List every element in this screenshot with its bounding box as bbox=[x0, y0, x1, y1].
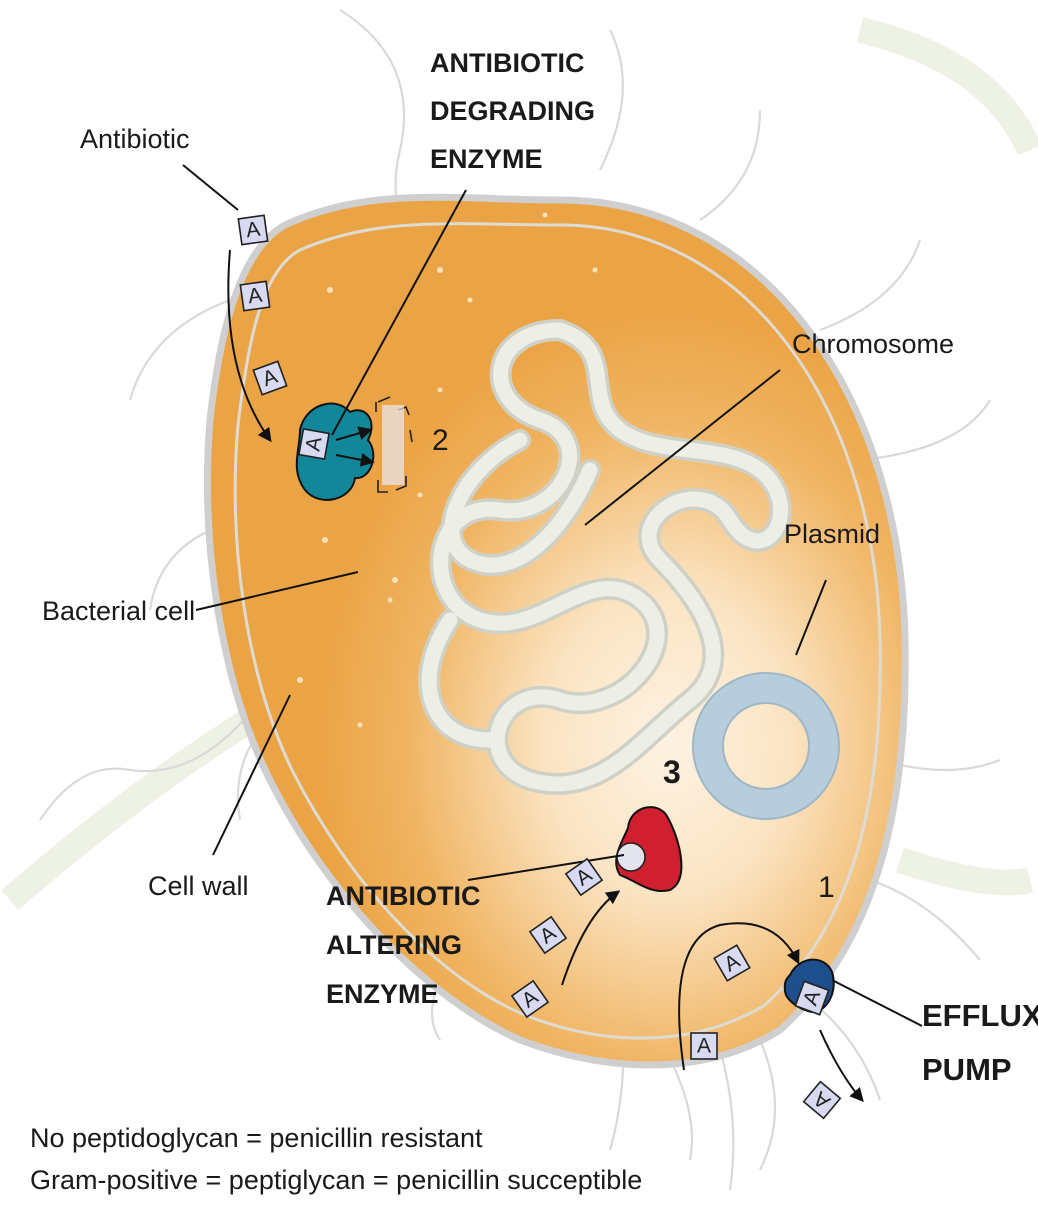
svg-text:A: A bbox=[697, 1035, 711, 1058]
efflux-pump-label-line2: PUMP bbox=[922, 1052, 1012, 1087]
altering-enzyme-label-line1: ANTIBIOTIC bbox=[326, 881, 481, 911]
note-peptidoglycan-resistant: No peptidoglycan = penicillin resistant bbox=[30, 1123, 483, 1154]
altering-enzyme-label-line2: ALTERING bbox=[326, 930, 462, 960]
antibiotic-fragment-fill bbox=[382, 405, 404, 485]
cell-wall-label: Cell wall bbox=[148, 871, 249, 901]
altering-enzyme-label-line3: ENZYME bbox=[326, 979, 439, 1009]
bound-antibiotic bbox=[617, 843, 645, 871]
antibiotic-molecule: A bbox=[804, 1082, 841, 1119]
antibiotic-molecule: A bbox=[240, 281, 269, 310]
degrading-enzyme-label-line3: ENZYME bbox=[430, 144, 543, 174]
note-gram-positive-susceptible: Gram-positive = peptiglycan = penicillin… bbox=[30, 1165, 642, 1196]
step-3-label: 3 bbox=[663, 754, 681, 790]
plasmid-label: Plasmid bbox=[784, 519, 880, 549]
degrading-enzyme-label-line1: ANTIBIOTIC bbox=[430, 48, 585, 78]
step-1-label: 1 bbox=[818, 871, 835, 904]
degrading-enzyme-label-line2: DEGRADING bbox=[430, 96, 595, 126]
antibiotic-molecule: A bbox=[299, 429, 329, 459]
antibiotic-molecule: A bbox=[691, 1033, 717, 1059]
antibiotic-label: Antibiotic bbox=[80, 124, 190, 154]
efflux-pump-label-line1: EFFLUX bbox=[922, 998, 1038, 1033]
bacterial-cell-label: Bacterial cell bbox=[42, 596, 195, 626]
antibiotic-molecule: A bbox=[238, 215, 267, 244]
chromosome-label: Chromosome bbox=[792, 329, 954, 359]
step-2-label: 2 bbox=[432, 424, 449, 457]
